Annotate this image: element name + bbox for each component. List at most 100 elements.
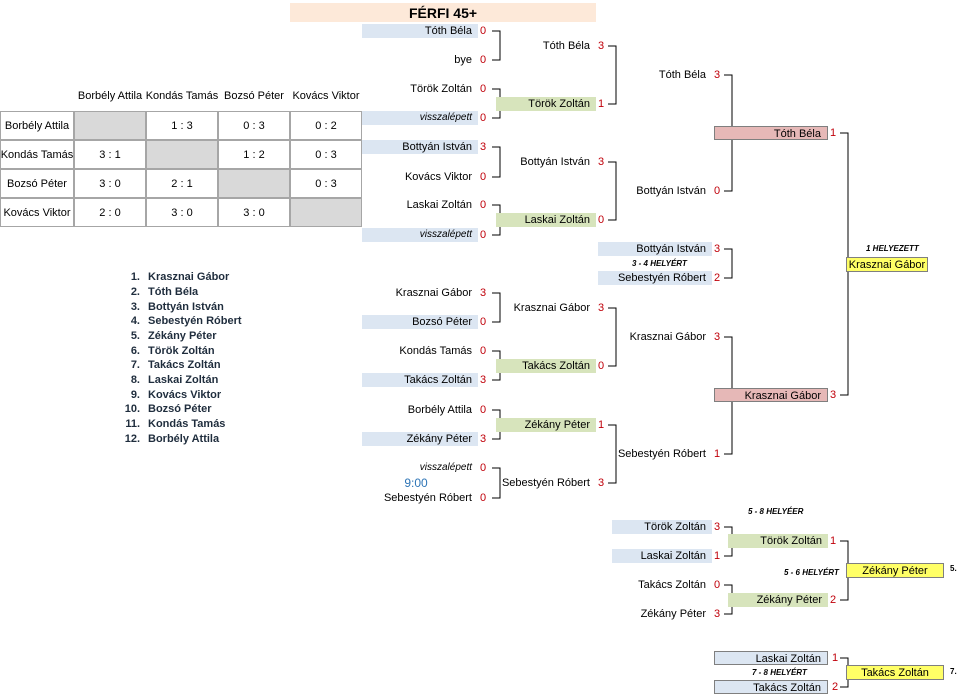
bracket-r2-score: 0 [598,360,605,372]
places-5-8-score: 0 [714,579,721,591]
bracket-r3-player: Sebestyén Róbert [617,448,706,460]
bracket-r1-player: Takács Zoltán [362,373,478,387]
places-5-8-player: Takács Zoltán [638,579,706,591]
bracket-r1-player: Sebestyén Róbert [383,492,472,504]
rr-header-3: Bozsó Péter [224,90,284,102]
places-7-8-player: Takács Zoltán [714,680,828,694]
rr-cell: 1 : 3 [146,111,218,140]
rank-name: Bottyán István [148,301,224,313]
rr-cell: 3 : 0 [146,198,218,227]
places-7-8-label: 7 - 8 HELYÉRT [752,668,807,677]
bracket-r2-player: Tóth Béla [542,40,590,52]
rank-name: Török Zoltán [148,345,215,357]
rank-number: 5. [130,330,140,342]
final-score: 3 [830,389,837,401]
final-player: Krasznai Gábor [714,388,828,402]
rank-name: Zékány Péter [148,330,217,342]
bracket-r2-player: Török Zoltán [496,97,596,111]
rr-cell: 0 : 3 [290,169,362,198]
rr-cell: 0 : 3 [218,111,290,140]
rr-row-name: Bozsó Péter [0,169,74,198]
rr-cell: 3 : 1 [74,140,146,169]
place-5-winner: Zékány Péter [846,563,944,578]
places-5-6-player: Zékány Péter [728,593,828,607]
rank-name: Sebestyén Róbert [148,315,242,327]
places-5-8-score: 1 [714,550,721,562]
places-5-8-label: 5 - 8 HELYÉER [748,507,804,516]
rr-cell-self [74,111,146,140]
bracket-r2-player: Bottyán István [520,156,590,168]
places-5-6-score: 1 [830,535,837,547]
places-7-8-player: Laskai Zoltán [714,651,828,665]
bracket-r3-score: 3 [714,331,721,343]
rank-number: 3. [130,301,140,313]
bracket-r1-score: 3 [480,374,487,386]
rank-number: 11. [125,418,140,430]
places-7-8-score: 2 [832,681,839,693]
bracket-r1-player: Tóth Béla [362,24,478,38]
bracket-r1-player: Borbély Attila [407,404,472,416]
bracket-r1-score: 0 [480,54,487,66]
bracket-r2-player: Laskai Zoltán [496,213,596,227]
rank-number: 8. [130,374,140,386]
third-place-player: Sebestyén Róbert [598,271,712,285]
champion-name: Krasznai Gábor [846,257,928,272]
bracket-r1-player: Kovács Viktor [404,171,472,183]
bracket-r2-player: Zékány Péter [496,418,596,432]
final-ranking: 1. Krasznai Gábor 2. Tóth Béla 3. Bottyá… [0,270,260,450]
bracket-r2-score: 1 [598,419,605,431]
rank-number: 9. [130,389,140,401]
places-5-8-player: Laskai Zoltán [612,549,712,563]
bracket-r1-score: 0 [480,404,487,416]
places-5-8-player: Török Zoltán [612,520,712,534]
bracket-r1-score: 3 [480,433,487,445]
rr-row-name: Kovács Viktor [0,198,74,227]
final-player: Tóth Béla [714,126,828,140]
bracket-r2-player: Krasznai Gábor [513,302,590,314]
rr-cell: 3 : 0 [218,198,290,227]
bracket-r2-player: Sebestyén Róbert [501,477,590,489]
bracket-r1-player: Kondás Tamás [399,345,472,357]
bracket-r1-player: bye [454,54,472,66]
bracket-r1-player: visszalépett [362,228,478,242]
rank-name: Bozsó Péter [148,403,212,415]
bracket-r1-player: visszalépett [419,462,472,473]
third-place-label: 3 - 4 HELYÉRT [632,259,687,268]
rank-name: Laskai Zoltán [148,374,219,386]
rank-name: Tóth Béla [148,286,199,298]
bracket-r1-score: 0 [480,25,487,37]
rr-header-4: Kovács Viktor [292,90,360,102]
places-5-8-player: Zékány Péter [640,608,706,620]
rr-cell: 2 : 0 [74,198,146,227]
rank-number: 12. [124,433,140,445]
bracket-r1-score: 3 [480,287,487,299]
bracket-r2-score: 1 [598,98,605,110]
bracket-r1-score: 0 [480,112,487,124]
places-5-6-player: Török Zoltán [728,534,828,548]
bracket-r3-player: Tóth Béla [658,69,706,81]
rank-number: 4. [130,315,140,327]
rr-cell-self [290,198,362,227]
rank-number: 2. [130,286,140,298]
bracket-r1-score: 0 [480,229,487,241]
places-5-8-score: 3 [714,521,721,533]
places-5-6-score: 2 [830,594,837,606]
rank-number: 6. [130,345,140,357]
rank-number: 1. [130,271,140,283]
bracket-r1-score: 0 [480,345,487,357]
final-score: 1 [830,127,837,139]
places-5-8-score: 3 [714,608,721,620]
rr-cell: 0 : 2 [290,111,362,140]
champion-label: 1 HELYEZETT [866,244,919,253]
rank-number: 10. [124,403,140,415]
rr-row-name: Kondás Tamás [0,140,74,169]
bracket-r1-score: 0 [480,316,487,328]
bracket-r2-score: 3 [598,156,605,168]
bracket-r1-player: Laskai Zoltán [406,199,472,211]
round-robin-table: Borbély Attila Kondás Tamás Bozsó Péter … [0,80,362,230]
third-place-score: 2 [714,272,721,284]
rank-name: Kondás Tamás [148,418,226,430]
bracket-r3-score: 1 [714,448,721,460]
rr-row-name: Borbély Attila [0,111,74,140]
bracket-r1-score: 0 [480,83,487,95]
